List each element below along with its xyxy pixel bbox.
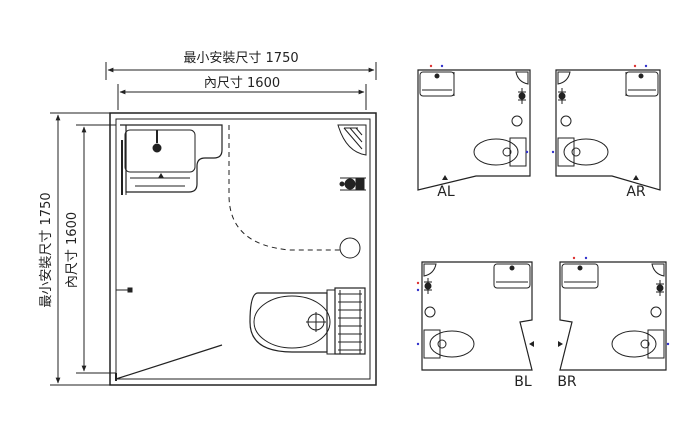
variant-al: [417, 64, 531, 191]
cistern: [334, 287, 366, 355]
outer-wall: [109, 112, 377, 386]
variant-br: [558, 256, 670, 371]
faucet-icon: [152, 143, 162, 153]
variant-al-label: AL: [437, 184, 455, 200]
outer-height-label: 最小安裝尺寸 1750: [39, 192, 54, 307]
variant-bl-label: BL: [514, 374, 532, 390]
variant-bl: [416, 261, 534, 371]
outer-width-label: 最小安裝尺寸 1750: [183, 51, 298, 66]
shower-mixer-icon: [339, 177, 366, 191]
main-plan: [109, 112, 377, 386]
inner-height-label: 內尺寸 1600: [65, 212, 80, 288]
corner-shelf: [337, 124, 367, 156]
variant-ar-label: AR: [626, 184, 646, 200]
variant-ar: [551, 64, 661, 191]
shower-curve: [228, 125, 342, 251]
inner-width-label: 內尺寸 1600: [204, 76, 280, 91]
dimension-lines: [50, 62, 377, 386]
sink-counter: [120, 124, 223, 195]
inner-wall: [115, 118, 371, 380]
floor-drain-icon: [339, 237, 361, 259]
variant-br-label: BR: [557, 374, 577, 390]
toilet: [249, 289, 336, 355]
